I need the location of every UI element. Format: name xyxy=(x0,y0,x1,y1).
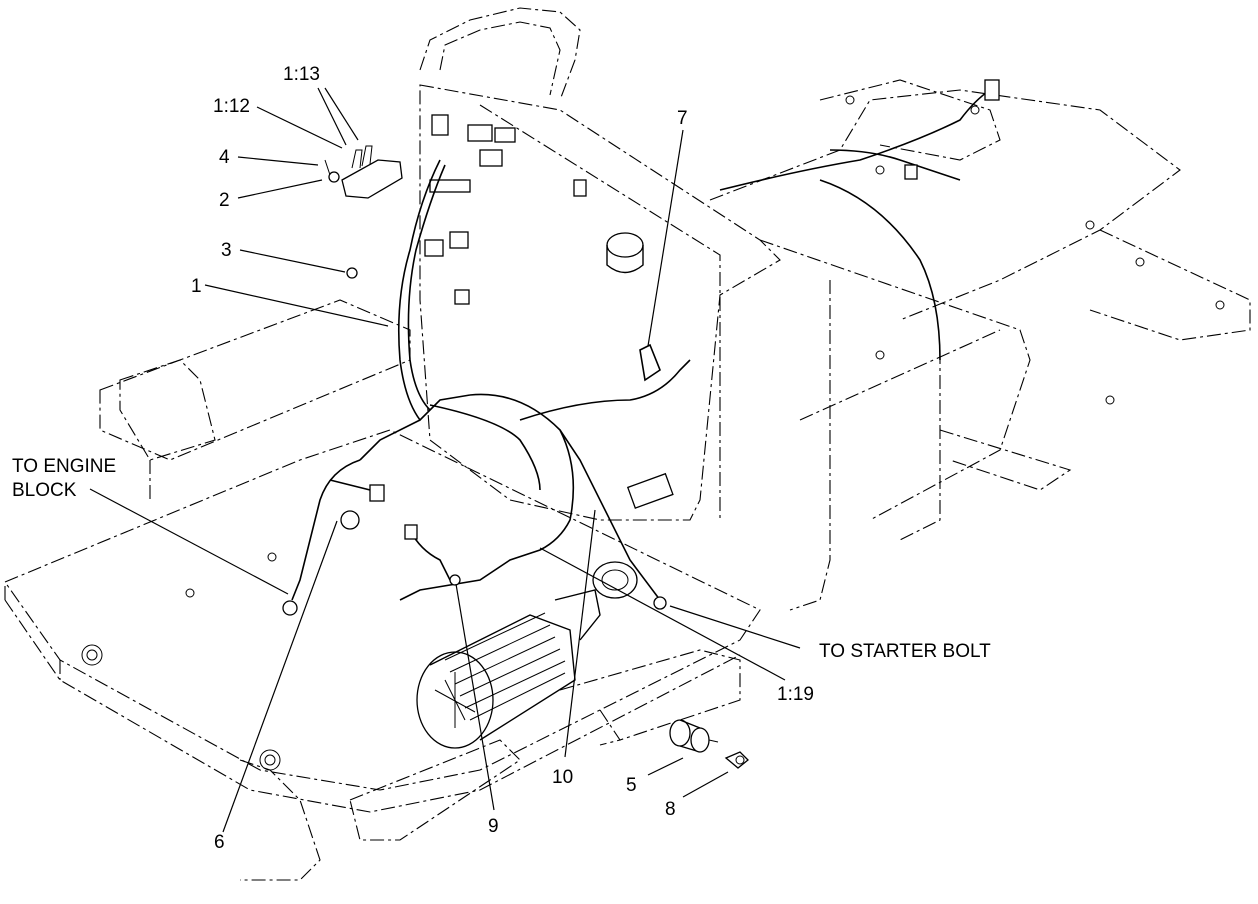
callout-2: 2 xyxy=(219,190,230,211)
tower-components xyxy=(592,232,674,599)
callout-6: 6 xyxy=(214,832,225,853)
relay-cluster xyxy=(424,114,587,305)
callout-3: 3 xyxy=(221,240,232,261)
chassis-frame xyxy=(4,7,1251,881)
callout-to-starter-bolt: TO STARTER BOLT xyxy=(819,641,991,662)
switch-bracket-assembly xyxy=(324,145,403,279)
wire-harness xyxy=(282,79,1000,616)
callout-labels: 1:13 1:12 4 2 3 1 7 TO ENGINE BLOCK TO S… xyxy=(12,64,991,853)
callout-to-engine-line1: TO ENGINE xyxy=(12,456,116,477)
callout-1-12: 1:12 xyxy=(213,96,250,117)
air-cleaner xyxy=(416,589,601,749)
callout-10: 10 xyxy=(552,767,573,788)
leader-lines xyxy=(89,87,801,833)
callout-1-13: 1:13 xyxy=(283,64,320,85)
callout-5: 5 xyxy=(626,775,637,796)
capacitor-and-terminal xyxy=(669,719,749,769)
callout-1-19: 1:19 xyxy=(777,684,814,705)
callout-to-engine-line2: BLOCK xyxy=(12,480,77,501)
callout-9: 9 xyxy=(488,816,499,837)
callout-7: 7 xyxy=(677,108,688,129)
callout-8: 8 xyxy=(665,799,676,820)
callout-4: 4 xyxy=(219,147,230,168)
callout-1: 1 xyxy=(191,276,202,297)
